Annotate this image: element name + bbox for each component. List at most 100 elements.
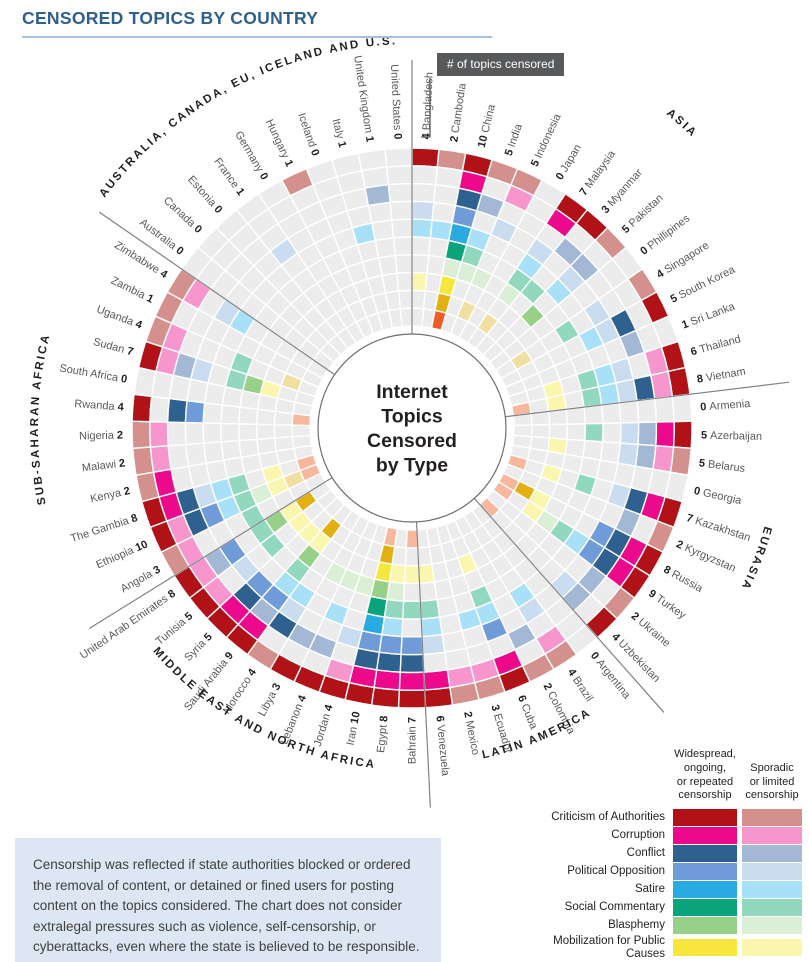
- country-label-South-Africa: South Africa 0: [59, 362, 129, 385]
- cell-United-States-Mobilization-for-Public-Causes: [396, 271, 413, 292]
- legend-topic-label: Social Commentary: [564, 900, 665, 913]
- country-label-Thailand: 6 Thailand: [689, 333, 742, 358]
- cell-Nigeria-Conflict: [166, 421, 187, 447]
- cell-Venezuela-Social-Commentary: [419, 598, 441, 620]
- country-label-Cambodia: 2 Cambodia: [448, 82, 469, 143]
- cell-Vietnam-Blasphemy: [562, 389, 585, 411]
- cell-Egypt-Social-Commentary: [383, 598, 405, 620]
- country-label-Zambia: Zambia 1: [109, 275, 155, 306]
- cell-Nigeria-Satire: [202, 422, 223, 444]
- cell-Venezuela-Corruption: [423, 669, 451, 691]
- cell-Egypt-Satire: [381, 616, 404, 638]
- legend-row: Blasphemy: [540, 917, 802, 934]
- country-label-Ethiopia: Ethiopia 10: [94, 538, 149, 571]
- legend-swatch-sporadic: [742, 899, 802, 916]
- country-label-Hungary: Hungary 1: [263, 118, 295, 169]
- country-label-Syria: Syria 5: [182, 631, 215, 664]
- legend-swatch-sporadic: [742, 939, 802, 956]
- country-label-Singapore: 4 Singapore: [655, 240, 712, 282]
- cell-Belarus-Political-Opposition: [617, 442, 639, 467]
- country-label-Argentina: 0 Argentina: [588, 650, 633, 702]
- region-label-SUB-SAHARAN-AFRICA: SUB-SAHARAN AFRICA: [29, 332, 53, 506]
- cell-Azerbaijan-LGBTI-Issues: [530, 423, 551, 439]
- legend-topic-label: Blasphemy: [608, 918, 665, 931]
- cell-United-States-Social-Commentary: [392, 236, 413, 257]
- cell-United-States-Conflict: [387, 182, 413, 204]
- legend-swatch-widespread: [673, 917, 737, 934]
- cell-Nigeria-Political-Opposition: [184, 421, 205, 446]
- cell-Azerbaijan-Political-Opposition: [619, 421, 640, 446]
- country-label-Kyrgyzstan: 2 Kyrgyzstan: [674, 538, 737, 574]
- region-label-ASIA: ASIA: [664, 107, 699, 140]
- country-label-Estonia: Estonia 0: [185, 174, 224, 216]
- cell-Bahrain-Corruption: [398, 671, 426, 691]
- country-label-Italy: Italy 1: [330, 118, 349, 149]
- cell-Armenia-Social-Commentary: [583, 404, 604, 425]
- country-label-Tunisia: Tunisia 5: [154, 610, 196, 648]
- region-divider: [471, 494, 665, 713]
- country-label-Georgia: 0 Georgia: [693, 485, 744, 507]
- country-label-Kenya: Kenya 2: [89, 485, 131, 505]
- cell-Bahrain-LGBTI-Issues: [404, 546, 420, 567]
- country-label-Malaysia: 7 Malaysia: [577, 148, 618, 198]
- cell-United-States-Criticism-of-Authorities: [384, 147, 413, 168]
- country-label-Zimbabwe: Zimbabwe 4: [112, 239, 170, 281]
- country-label-Canada: Canada 0: [161, 195, 204, 236]
- cell-Bangladesh-Blasphemy: [411, 254, 430, 275]
- legend-swatch-widespread: [673, 863, 737, 880]
- legend-swatch-sporadic: [742, 827, 802, 844]
- cell-Bahrain-Satire: [401, 618, 423, 638]
- country-label-India: 5 India: [503, 122, 526, 158]
- cell-Rwanda-Conflict: [166, 397, 188, 424]
- country-label-Germany: Germany 0: [232, 129, 270, 182]
- region-divider: [88, 474, 336, 630]
- legend-swatch-sporadic: [742, 809, 802, 826]
- legend-swatch-widespread: [673, 827, 737, 844]
- country-label-China: 10 China: [476, 102, 498, 148]
- country-label-Sudan: Sudan 7: [92, 336, 135, 358]
- page-title: CENSORED TOPICS BY COUNTRY: [22, 8, 319, 28]
- center-circle: [317, 333, 507, 523]
- country-label-Mexico: 2 Mexico: [461, 711, 481, 757]
- cell-Malawi-Mobilization-for-Public-Causes: [256, 437, 278, 455]
- cell-Malawi-Satire: [202, 441, 225, 464]
- cell-Malawi-LGBTI-Issues: [274, 435, 295, 452]
- country-label-Japan: 0 Japan: [554, 142, 584, 182]
- cell-Nigeria-Corruption: [149, 420, 169, 448]
- country-label-Vietnam: 8 Vietnam: [696, 366, 747, 386]
- callout-connector-line: [421, 78, 431, 138]
- legend-swatch-widespread: [673, 881, 737, 898]
- cell-Armenia-Satire: [600, 402, 622, 425]
- cell-United-Kingdom-LGBTI-Issues: [384, 290, 402, 312]
- country-label-Pakistan: 5 Pakistan: [620, 192, 666, 236]
- country-label-Armenia: 0 Armenia: [700, 398, 752, 414]
- legend-swatch-widespread: [673, 939, 737, 956]
- country-label-Iceland: Iceland 0: [295, 111, 321, 157]
- country-label-Belarus: 5 Belarus: [698, 457, 746, 475]
- cell-United-Kingdom-Social-Commentary: [374, 237, 397, 259]
- country-label-Bangladesh: 4 Bangladesh: [420, 72, 435, 140]
- cell-Bangladesh-Political-Opposition: [411, 200, 435, 221]
- cell-Nigeria-Blasphemy: [238, 423, 258, 442]
- legend-topic-label: Corruption: [611, 828, 665, 841]
- legend-row: Criticism of Authorities: [540, 809, 802, 826]
- cell-Nigeria-Social-Commentary: [220, 422, 241, 443]
- country-label-Russia: 8 Russia: [661, 564, 705, 596]
- cell-United-States-LGBTI-Issues: [397, 289, 413, 310]
- country-label-Azerbaijan: 5 Azerbaijan: [701, 429, 762, 442]
- region-divider: [98, 211, 339, 378]
- cell-Rwanda-Corruption: [149, 395, 171, 423]
- center-title-line: by Type: [376, 455, 448, 477]
- country-label-France: France 1: [211, 156, 246, 198]
- cell-Bangladesh-Criticism-of-Authorities: [411, 147, 440, 168]
- cell-Egypt-Conflict: [375, 651, 402, 673]
- cell-Armenia-Criticism-of-Authorities: [671, 393, 693, 423]
- cell-Venezuela-Ethnic-and-Religious-Minorities: [416, 528, 431, 549]
- country-label-United-States: United States 0: [388, 64, 404, 140]
- country-label-Angola: Angola 3: [119, 564, 163, 596]
- cell-Bangladesh-Corruption: [411, 165, 439, 186]
- footnote: Censorship was reflected if state author…: [15, 838, 441, 962]
- cell-Egypt-Criticism-of-Authorities: [370, 686, 401, 709]
- country-label-Venezuela: 6 Venezuela: [433, 715, 451, 777]
